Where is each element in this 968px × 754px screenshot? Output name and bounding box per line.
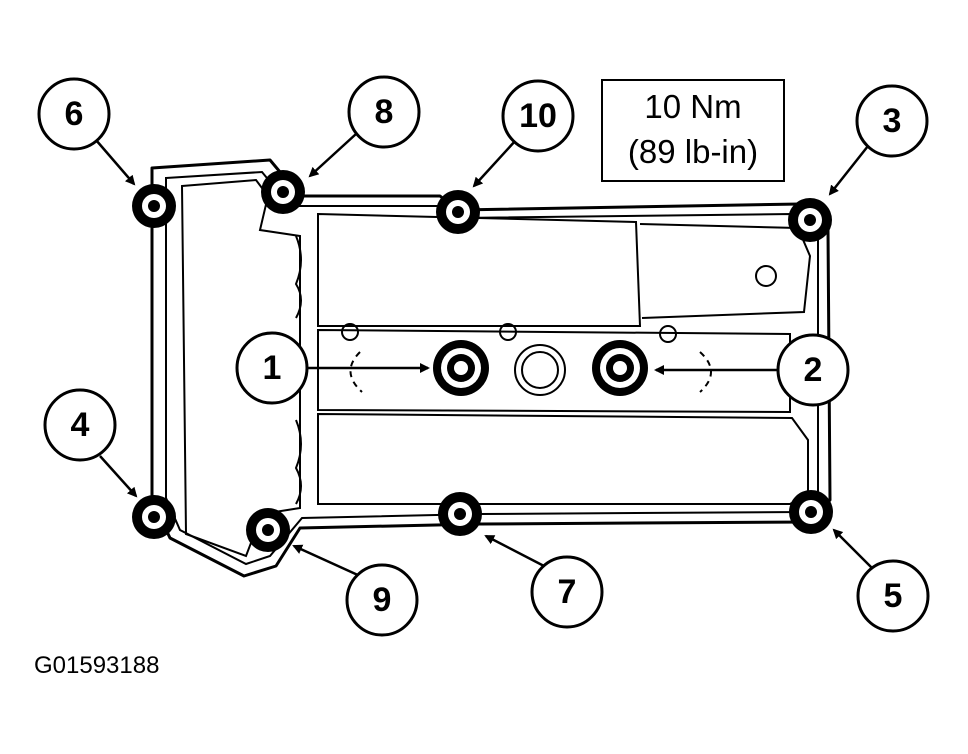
bolt-4 <box>132 495 176 539</box>
callout-5: 5 <box>856 559 930 633</box>
callout-1: 1 <box>235 331 309 405</box>
torque-spec-nm: 10 Nm <box>644 88 741 125</box>
arrow-3 <box>828 145 869 196</box>
bolt-9 <box>246 508 290 552</box>
callout-9: 9 <box>345 563 419 637</box>
callout-label: 2 <box>804 351 823 389</box>
bolt-5 <box>789 490 833 534</box>
bolt-8 <box>261 170 305 214</box>
arrow-5 <box>832 528 877 573</box>
callout-4: 4 <box>43 388 117 462</box>
bolt-1 <box>433 340 489 396</box>
leader-arrows <box>95 133 877 578</box>
figure-id: G01593188 <box>34 652 160 679</box>
bolt-10 <box>436 190 480 234</box>
callouts: 6 8 10 3 1 2 4 9 <box>37 75 930 637</box>
arrow-7 <box>484 534 545 568</box>
bolt-6 <box>132 184 176 228</box>
bolt-2 <box>592 340 648 396</box>
arrow-8 <box>308 133 357 178</box>
bolts <box>132 170 833 552</box>
callout-2: 2 <box>776 333 850 407</box>
callout-label: 9 <box>373 581 392 619</box>
callout-6: 6 <box>37 77 111 151</box>
callout-label: 6 <box>65 95 84 133</box>
torque-spec-lbin: (89 lb-in) <box>628 133 758 170</box>
callout-10: 10 <box>501 79 575 153</box>
callout-label: 4 <box>71 406 90 444</box>
callout-label: 3 <box>883 102 902 140</box>
torque-spec-box: 10 Nm (89 lb-in) <box>601 79 785 182</box>
arrow-10 <box>472 139 517 188</box>
callout-label: 7 <box>558 573 577 611</box>
callout-7: 7 <box>530 555 604 629</box>
callout-label: 5 <box>884 577 903 615</box>
bolt-7 <box>438 492 482 536</box>
callout-3: 3 <box>855 84 929 158</box>
callout-label: 8 <box>375 93 394 131</box>
callout-8: 8 <box>347 75 421 149</box>
bolt-3 <box>788 198 832 242</box>
arrow-4 <box>99 455 138 498</box>
arrow-9 <box>292 544 361 578</box>
callout-label: 1 <box>263 349 282 387</box>
arrow-6 <box>95 139 136 186</box>
callout-label: 10 <box>519 97 557 135</box>
